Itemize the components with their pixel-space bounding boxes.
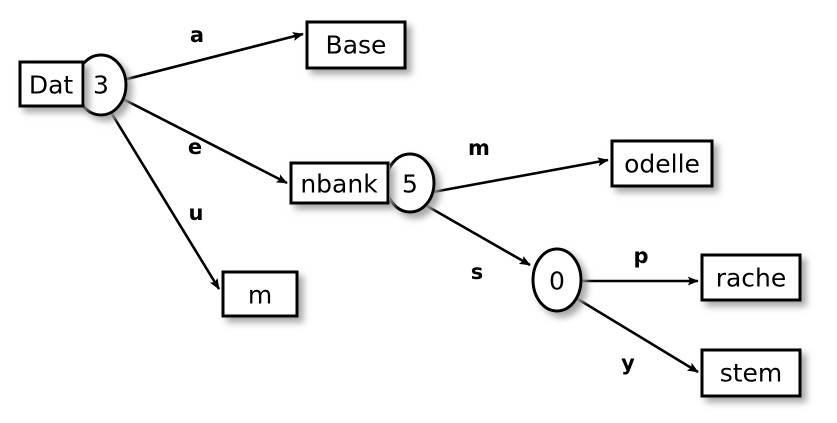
node-m-label: m bbox=[248, 281, 272, 310]
edge-root-m bbox=[110, 113, 221, 290]
node-rache-label: rache bbox=[716, 264, 787, 293]
node-odelle-label: odelle bbox=[624, 150, 700, 179]
node-rache[interactable]: rache bbox=[700, 253, 802, 302]
edge-nbank-odelle bbox=[432, 157, 609, 194]
node-nbank[interactable]: nbank 5 bbox=[289, 152, 436, 214]
edge-nbank-zero bbox=[426, 204, 531, 267]
node-root-ellipse-label: 3 bbox=[93, 71, 109, 100]
node-base-label: Base bbox=[326, 31, 387, 60]
node-rache-box[interactable] bbox=[700, 253, 802, 302]
edge-label-u: u bbox=[189, 201, 204, 225]
edge-label-p: p bbox=[633, 244, 648, 268]
node-nbank-box[interactable] bbox=[289, 161, 390, 205]
node-m[interactable]: m bbox=[221, 270, 299, 318]
edge-label-y: y bbox=[621, 351, 635, 375]
edge-label-m: m bbox=[468, 136, 490, 160]
node-stem-box[interactable] bbox=[700, 348, 802, 398]
node-zero-ellipse[interactable] bbox=[531, 247, 583, 313]
node-root-box-label: Dat bbox=[29, 71, 74, 100]
edge-label-s: s bbox=[471, 260, 484, 284]
node-m-box[interactable] bbox=[221, 270, 299, 318]
node-stem-label: stem bbox=[720, 359, 783, 388]
node-odelle[interactable]: odelle bbox=[610, 139, 714, 188]
node-root[interactable]: Dat 3 bbox=[18, 53, 128, 117]
node-base[interactable]: Base bbox=[305, 20, 407, 70]
node-zero[interactable]: 0 bbox=[531, 247, 583, 313]
node-stem[interactable]: stem bbox=[700, 348, 802, 398]
node-base-box[interactable] bbox=[305, 20, 407, 70]
edge-zero-stem bbox=[575, 296, 699, 374]
edge-root-base bbox=[122, 32, 304, 82]
node-zero-label: 0 bbox=[549, 267, 565, 296]
node-odelle-box[interactable] bbox=[610, 139, 714, 188]
node-nbank-box-label: nbank bbox=[300, 170, 378, 199]
edge-label-a: a bbox=[190, 23, 204, 47]
edge-root-nbank bbox=[122, 97, 288, 185]
node-nbank-ellipse-label: 5 bbox=[402, 170, 418, 199]
edge-label-e: e bbox=[188, 135, 202, 159]
